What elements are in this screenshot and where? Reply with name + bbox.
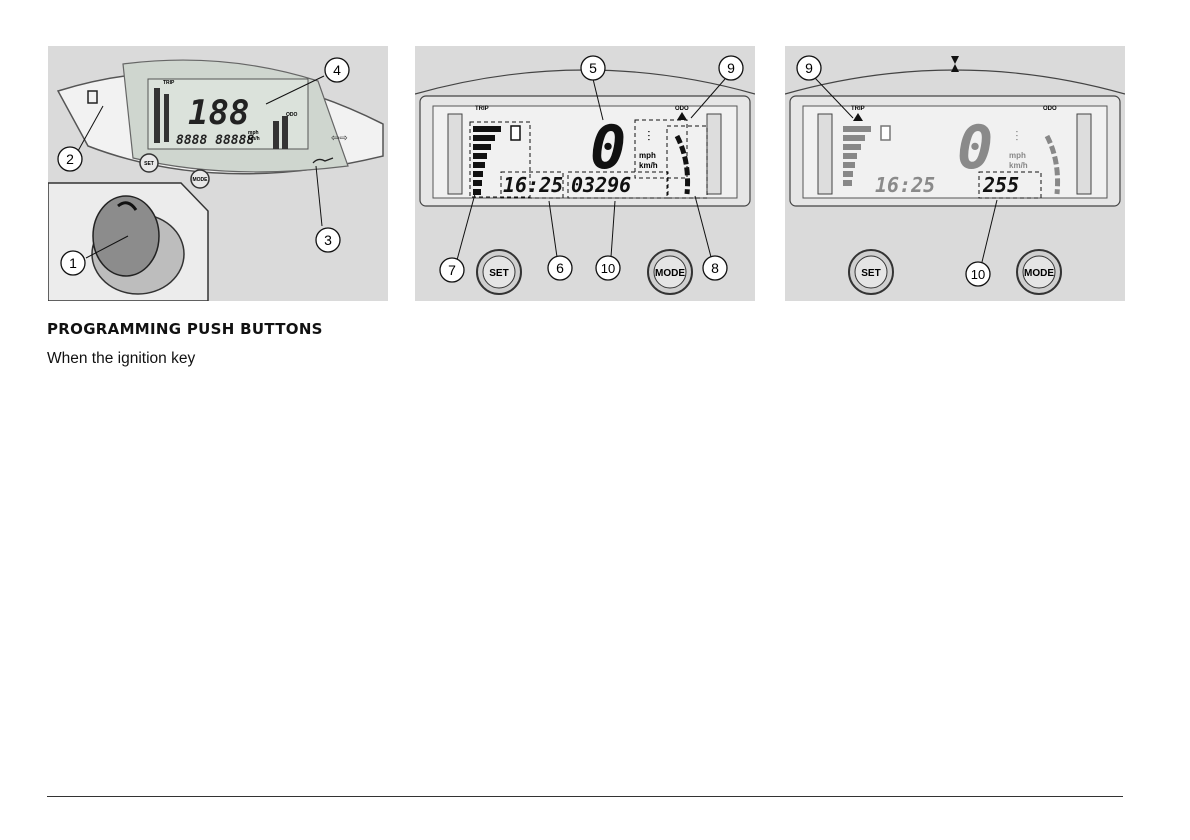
- clock-readout: 16:25: [503, 173, 563, 197]
- body-paragraph: When the ignition key: [47, 350, 195, 368]
- section-heading: PROGRAMMING PUSH BUTTONS: [47, 320, 323, 338]
- svg-text:SET: SET: [489, 268, 508, 279]
- fuel-icon: [511, 126, 520, 140]
- callout-3: 3: [324, 232, 332, 248]
- ignition-key-icon: [93, 196, 159, 276]
- callout-1: 1: [69, 255, 77, 271]
- odo-label: ODO: [675, 106, 689, 112]
- callout-5: 5: [589, 60, 597, 76]
- trip-display-figure: TRIP ODO 0 ⫶ mph km/h 16:25 255 SET MODE…: [785, 46, 1125, 301]
- svg-text:MODE: MODE: [193, 177, 209, 183]
- lcd-digit-row: 8888 88888: [176, 133, 254, 148]
- svg-text:MODE: MODE: [655, 268, 685, 279]
- callout-4: 4: [333, 62, 341, 78]
- odo-label: ODO: [1043, 106, 1057, 112]
- footer-rule: [47, 796, 1123, 797]
- speed-readout: 188: [188, 93, 249, 133]
- callout-9: 9: [805, 60, 813, 76]
- svg-text:MODE: MODE: [1024, 268, 1054, 279]
- callout-6: 6: [556, 260, 564, 276]
- coolant-temp-icon: ⫶: [647, 128, 651, 144]
- trip-readout: 255: [982, 173, 1019, 197]
- trip-label: TRIP: [475, 106, 489, 112]
- svg-text:km/h: km/h: [248, 136, 260, 142]
- clock-readout: 16:25: [875, 173, 935, 197]
- fuel-icon: [881, 126, 890, 140]
- svg-text:SET: SET: [144, 161, 154, 167]
- callout-2: 2: [66, 151, 74, 167]
- coolant-temp-icon: ⫶: [1015, 128, 1019, 144]
- svg-text:SET: SET: [861, 268, 880, 279]
- callout-10: 10: [601, 261, 615, 276]
- unit-mph: mph: [1009, 151, 1026, 160]
- unit-kmh: km/h: [1009, 161, 1028, 170]
- turn-signal-icon: ⇦⇨: [331, 133, 348, 144]
- trip-label: TRIP: [851, 106, 865, 112]
- callout-10: 10: [971, 267, 985, 282]
- callout-8: 8: [711, 260, 719, 276]
- unit-kmh: km/h: [639, 161, 658, 170]
- trip-label: TRIP: [163, 80, 175, 86]
- callout-9: 9: [727, 60, 735, 76]
- odometer-readout: 03296: [571, 173, 631, 197]
- callout-7: 7: [448, 262, 456, 278]
- display-layout-figure: TRIP ODO 0 ⫶ mph km/h 16:25 03296 SET MO…: [415, 46, 755, 301]
- instrument-cluster-overview-figure: TRIP ODO 188 8888 88888 mph km/h ⇦⇨ SET …: [48, 46, 388, 301]
- unit-mph: mph: [639, 151, 656, 160]
